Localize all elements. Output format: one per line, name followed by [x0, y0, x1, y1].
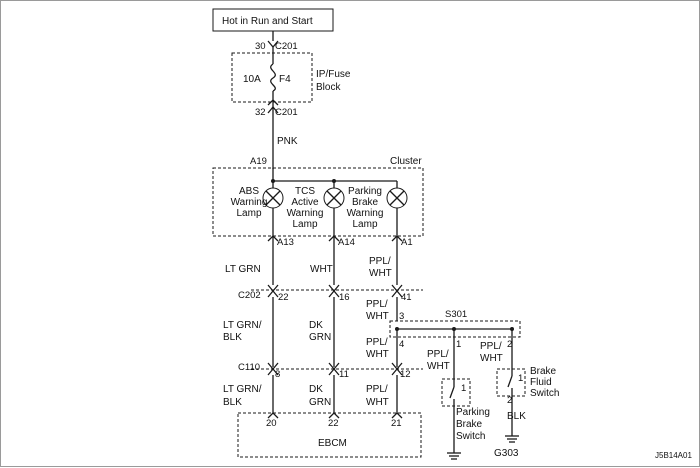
wire-wht: WHT [310, 264, 333, 275]
lamp-parking-line-4: Lamp [352, 219, 377, 230]
lamp-parking-line-1: Parking [348, 186, 382, 197]
s301-pin-2: 2 [507, 339, 512, 350]
lamp-parking-line-3: Warning [347, 208, 384, 219]
fluid-switch-contact-icon [507, 375, 513, 388]
fluid-switch-name-3: Switch [530, 388, 559, 399]
c110-pin-11: 11 [339, 369, 349, 380]
ebcm-module: 20 22 21 EBCM [237, 412, 422, 458]
c202-label: C202 [238, 290, 261, 301]
ebcm-pin-22: 22 [328, 418, 339, 429]
wire-ppl-wht-parking-1: PPL/ [427, 349, 449, 360]
s301-pin-3: 3 [399, 311, 404, 322]
wire-dk-grn-mid-2: GRN [309, 332, 331, 343]
fuse-bottom-connector: C201 [275, 107, 298, 118]
lamp-tcs-line-1: TCS [295, 186, 315, 197]
connector-c110: C110 8 11 12 [238, 362, 423, 380]
parking-switch-name-1: Parking [456, 407, 490, 418]
ebcm-pin-21: 21 [391, 418, 402, 429]
cluster-pin-a14: A14 [338, 237, 355, 248]
wire-ppl-wht-parking-2: WHT [427, 361, 450, 372]
wire-ppl-wht-mid-a-1: PPL/ [366, 299, 388, 310]
fuse-id: F4 [279, 74, 291, 85]
wire-dk-grn-low-1: DK [309, 384, 323, 395]
lamp-tcs-line-2: Active [291, 197, 319, 208]
lamp-abs-line-3: Lamp [236, 208, 261, 219]
wire-dk-grn-low-2: GRN [309, 397, 331, 408]
s301-label: S301 [445, 309, 467, 320]
fluid-switch-pin-top: 1 [518, 373, 523, 384]
brake-fluid-switch: 1 2 Brake Fluid Switch [496, 366, 559, 436]
power-source-label: Hot in Run and Start [222, 16, 313, 27]
c110-label: C110 [238, 362, 260, 373]
cluster-label: Cluster [390, 156, 422, 167]
cluster-pin-a1: A1 [401, 237, 413, 248]
wire-lt-grn-blk-mid-1: LT GRN/ [223, 320, 262, 331]
fuse-bottom-pin: 32 [255, 107, 266, 118]
wire-ppl-wht-fluid-1: PPL/ [480, 341, 502, 352]
fluid-switch-name-1: Brake [530, 366, 557, 377]
fuse-rating: 10A [243, 74, 261, 85]
s301-pin-4: 4 [399, 339, 404, 350]
ground-g303-icon [505, 435, 519, 443]
diagram-id: J5B14A01 [655, 451, 692, 460]
fuse-block-name-2: Block [316, 82, 341, 93]
parking-switch-name-2: Brake [456, 419, 483, 430]
wire-color-pnk: PNK [277, 136, 298, 147]
c202-pin-41: 41 [401, 292, 412, 303]
wire-blk-ground: BLK [507, 411, 526, 422]
parking-brake-switch: 1 Parking Brake Switch [441, 378, 490, 453]
fuse-top-pin: 30 [255, 41, 266, 52]
ip-fuse-block: 10A F4 IP/Fuse Block [231, 52, 351, 103]
wire-ppl-wht-upper-1: PPL/ [369, 256, 391, 267]
wire-ppl-wht-fluid-2: WHT [480, 353, 503, 364]
c110-pin-8: 8 [275, 369, 280, 380]
lamp-abs-line-2: Warning [231, 197, 268, 208]
cluster-pin-a13: A13 [277, 237, 294, 248]
ground-label: G303 [494, 448, 519, 459]
wire-lt-grn-blk-mid-2: BLK [223, 332, 242, 343]
c202-pin-16: 16 [339, 292, 350, 303]
fuse-block-name-1: IP/Fuse [316, 69, 351, 80]
lamp-abs-line-1: ABS [239, 186, 259, 197]
parking-switch-contact-icon [449, 386, 455, 399]
wire-ppl-wht-low-1: PPL/ [366, 384, 388, 395]
parking-brake-warning-lamp-icon [386, 187, 408, 209]
cluster-input-pin: A19 [250, 156, 267, 167]
wire-lt-grn: LT GRN [225, 264, 261, 275]
fuse-top-connector: C201 [275, 41, 298, 52]
abs-warning-lamp-icon [262, 187, 284, 209]
fuse-symbol [270, 63, 276, 92]
power-source-box: Hot in Run and Start [212, 8, 334, 32]
c110-pin-12: 12 [400, 369, 411, 380]
wire-ppl-wht-mid-b-2: WHT [366, 349, 389, 360]
wire-ppl-wht-mid-a-2: WHT [366, 311, 389, 322]
ebcm-label: EBCM [318, 438, 347, 449]
chassis-ground-icon [447, 452, 461, 460]
ebcm-pin-20: 20 [266, 418, 277, 429]
fluid-switch-name-2: Fluid [530, 377, 552, 388]
fluid-switch-pin-bottom: 2 [507, 395, 512, 406]
wire-ppl-wht-low-2: WHT [366, 397, 389, 408]
wire-ppl-wht-upper-2: WHT [369, 268, 392, 279]
s301-pin-1: 1 [456, 339, 461, 350]
lamp-tcs-line-3: Warning [287, 208, 324, 219]
tcs-warning-lamp-icon [323, 187, 345, 209]
lamp-parking-line-2: Brake [352, 197, 379, 208]
instrument-cluster: Cluster ABS Warning Lamp TCS Active [212, 156, 424, 237]
parking-switch-pin: 1 [461, 383, 466, 394]
c202-pin-22: 22 [278, 292, 289, 303]
lamp-tcs-line-4: Lamp [292, 219, 317, 230]
wire-lt-grn-blk-low-1: LT GRN/ [223, 384, 262, 395]
parking-switch-name-3: Switch [456, 431, 485, 442]
wire-ppl-wht-mid-b-1: PPL/ [366, 337, 388, 348]
connector-c202: C202 22 16 41 [238, 284, 423, 303]
wire-dk-grn-mid-1: DK [309, 320, 323, 331]
wire-lt-grn-blk-low-2: BLK [223, 397, 242, 408]
